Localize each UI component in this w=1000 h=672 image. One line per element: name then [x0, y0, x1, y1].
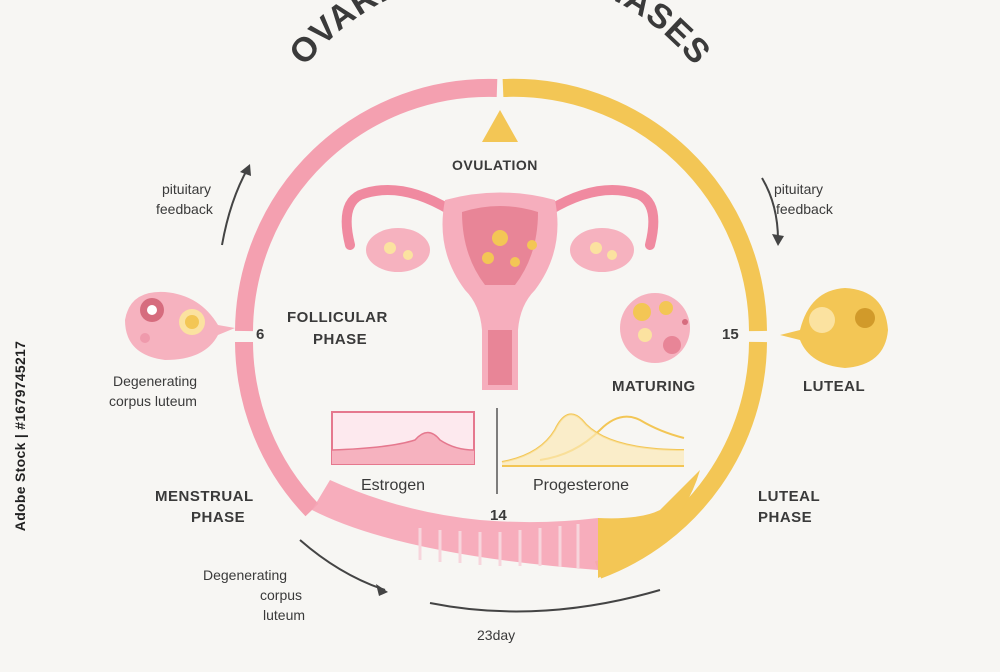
bottom-right-arc	[429, 589, 661, 613]
progesterone-chart	[501, 413, 685, 467]
luteal-phase-line1: LUTEAL	[758, 488, 821, 505]
menstrual-ring-segment	[235, 341, 319, 517]
luteal-label: LUTEAL	[803, 378, 866, 395]
corpus-luteum-left-illustration	[125, 291, 235, 360]
endometrium-band-pink	[312, 480, 598, 570]
pituitary-left-arrowhead	[240, 164, 251, 176]
pituitary-feedback-left-line1: pituitary	[162, 181, 212, 197]
bottom-left-arrow	[299, 539, 386, 591]
degenerating-left-line2: corpus luteum	[109, 393, 197, 409]
degenerating-bottom-line1: Degenerating	[203, 567, 288, 583]
degenerating-bottom-line2: corpus	[260, 587, 303, 603]
follicular-phase-line2: PHASE	[313, 331, 368, 348]
diagram-title: OVARIAN CYCLE PHASES	[282, 0, 718, 72]
day-6-marker: 6	[256, 326, 265, 343]
day-15-marker: 15	[722, 326, 739, 343]
corpus-luteum-right-illustration	[780, 288, 888, 368]
pituitary-right-arrow	[761, 177, 779, 241]
degenerating-left-line1: Degenerating	[113, 373, 198, 389]
luteal-ring-segment	[502, 78, 767, 332]
follicular-ring-segment	[235, 78, 498, 332]
ovulation-label: OVULATION	[452, 157, 538, 173]
menstrual-phase-line1: MENSTRUAL	[155, 488, 254, 505]
estrogen-label: Estrogen	[361, 477, 426, 494]
pituitary-feedback-left-line2: feedback	[156, 201, 213, 217]
follicular-phase-line1: FOLLICULAR	[287, 309, 388, 326]
maturing-follicle-illustration	[620, 293, 690, 363]
pituitary-right-arrowhead	[772, 234, 784, 246]
bottom-left-arrowhead	[376, 584, 388, 596]
stock-id-vertical: Adobe Stock | #1679745217	[12, 340, 29, 532]
endometrium-glands	[418, 524, 580, 568]
pituitary-left-arrow	[221, 167, 249, 246]
maturing-label: MATURING	[612, 378, 696, 395]
day-14-marker: 14	[490, 507, 507, 524]
pituitary-feedback-right-line1: pituitary	[774, 181, 824, 197]
endometrium-band-yellow	[598, 470, 700, 578]
ovulation-triangle	[482, 110, 518, 142]
progesterone-label: Progesterone	[533, 477, 630, 494]
day-23-marker: 23day	[477, 627, 516, 643]
uterus-illustration	[341, 185, 659, 390]
pituitary-feedback-right-line2: feedback	[776, 201, 833, 217]
luteal-phase-line2: PHASE	[758, 509, 813, 526]
menstrual-phase-line2: PHASE	[191, 509, 246, 526]
degenerating-bottom-line3: luteum	[263, 607, 306, 623]
estrogen-chart	[331, 411, 475, 465]
